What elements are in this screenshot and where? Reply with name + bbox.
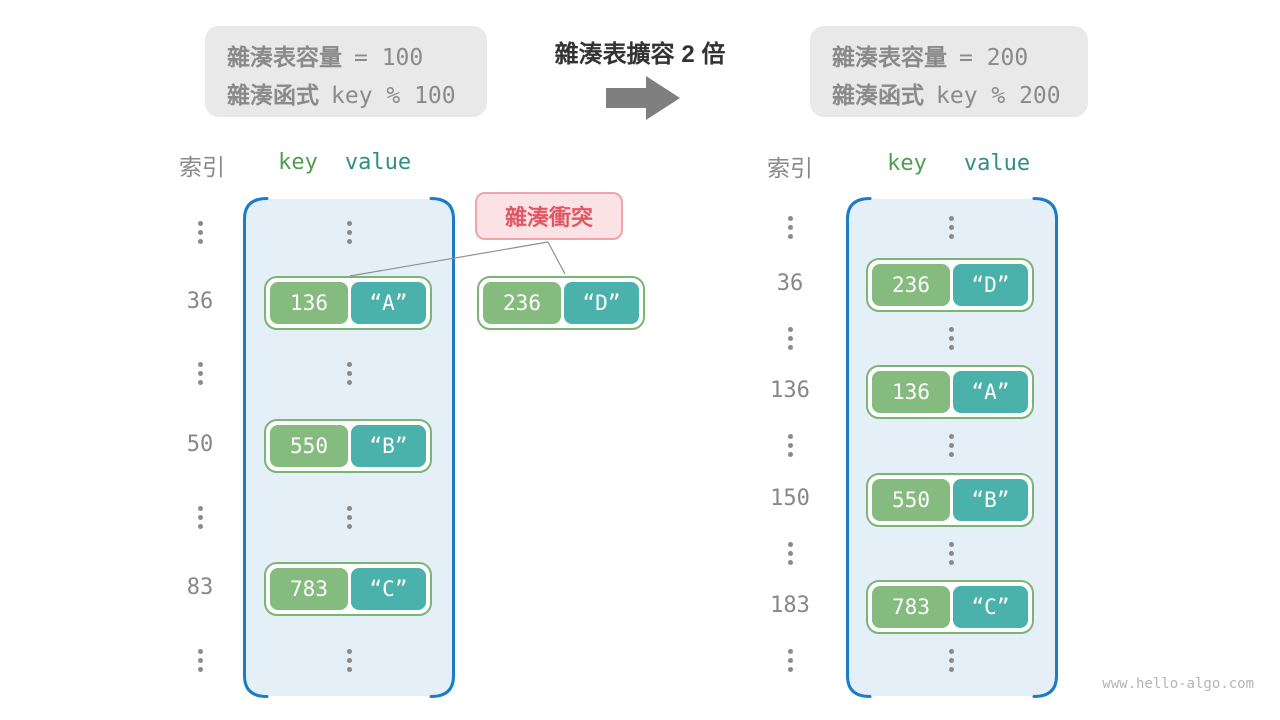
hash-fn-value: key % 100: [331, 83, 456, 109]
vertical-ellipsis: [941, 216, 961, 239]
pair-550-B: 550 “B”: [264, 419, 432, 473]
vertical-ellipsis: [190, 649, 210, 672]
pair-783-C: 783 “C”: [866, 580, 1034, 634]
info-box-after: 雜湊表容量 = 200 雜湊函式 key % 200: [810, 26, 1088, 117]
pair-136-A: 136 “A”: [264, 276, 432, 330]
collision-connector-lines: [349, 241, 566, 277]
vertical-ellipsis: [190, 362, 210, 385]
left-header-value: value: [344, 150, 412, 175]
left-index-36: 36: [186, 289, 214, 314]
left-index-83: 83: [186, 575, 214, 600]
capacity-label: 雜湊表容量: [227, 44, 342, 70]
hash-fn-line: 雜湊函式 key % 200: [832, 76, 1066, 110]
left-index-50: 50: [186, 432, 214, 457]
pair-236-D: 236 “D”: [866, 258, 1034, 312]
vertical-ellipsis: [941, 542, 961, 565]
vertical-ellipsis: [780, 434, 800, 457]
bucket-bracket-border: [243, 197, 455, 698]
vertical-ellipsis: [190, 221, 210, 244]
right-index-150: 150: [770, 486, 810, 511]
hash-fn-value: key % 200: [936, 83, 1061, 109]
left-header-key: key: [278, 150, 318, 175]
collision-callout: 雜湊衝突: [475, 192, 623, 240]
info-box-before: 雜湊表容量 = 100 雜湊函式 key % 100: [205, 26, 487, 117]
bucket-bracket-border: [846, 197, 1058, 698]
hash-fn-line: 雜湊函式 key % 100: [227, 76, 465, 110]
vertical-ellipsis: [780, 649, 800, 672]
pair-key: 783: [872, 586, 950, 628]
pair-key: 136: [270, 282, 348, 324]
diagram-title: 雜湊表擴容 2 倍: [554, 41, 726, 68]
pair-key: 550: [872, 479, 950, 521]
capacity-value: = 100: [354, 45, 424, 71]
vertical-ellipsis: [339, 362, 359, 385]
vertical-ellipsis: [780, 327, 800, 350]
vertical-ellipsis: [190, 506, 210, 529]
watermark: www.hello-algo.com: [1102, 676, 1254, 692]
right-index-136: 136: [770, 378, 810, 403]
vertical-ellipsis: [780, 216, 800, 239]
vertical-ellipsis: [339, 506, 359, 529]
right-header-value: value: [963, 151, 1031, 176]
pair-value: “B”: [351, 425, 426, 467]
vertical-ellipsis: [941, 434, 961, 457]
vertical-ellipsis: [339, 649, 359, 672]
left-header-index: 索引: [179, 154, 225, 180]
pair-key: 136: [872, 371, 950, 413]
pair-value: “A”: [953, 371, 1028, 413]
vertical-ellipsis: [339, 221, 359, 244]
vertical-ellipsis: [941, 327, 961, 350]
pair-key: 783: [270, 568, 348, 610]
pair-236-D-colliding: 236 “D”: [477, 276, 645, 330]
vertical-ellipsis: [780, 542, 800, 565]
pair-value: “A”: [351, 282, 426, 324]
capacity-value: = 200: [959, 45, 1029, 71]
pair-key: 236: [483, 282, 561, 324]
right-header-index: 索引: [767, 155, 813, 181]
right-arrow-icon: [606, 76, 680, 120]
capacity-label: 雜湊表容量: [832, 44, 947, 70]
capacity-line: 雜湊表容量 = 200: [832, 38, 1066, 72]
capacity-line: 雜湊表容量 = 100: [227, 38, 465, 72]
right-header-key: key: [887, 151, 927, 176]
pair-value: “D”: [564, 282, 639, 324]
pair-136-A: 136 “A”: [866, 365, 1034, 419]
right-index-183: 183: [770, 593, 810, 618]
vertical-ellipsis: [941, 649, 961, 672]
pair-value: “C”: [351, 568, 426, 610]
pair-key: 550: [270, 425, 348, 467]
hash-fn-label: 雜湊函式: [227, 82, 319, 108]
hash-fn-label: 雜湊函式: [832, 82, 924, 108]
pair-783-C: 783 “C”: [264, 562, 432, 616]
right-index-36: 36: [776, 271, 804, 296]
pair-value: “C”: [953, 586, 1028, 628]
pair-value: “B”: [953, 479, 1028, 521]
pair-value: “D”: [953, 264, 1028, 306]
pair-550-B: 550 “B”: [866, 473, 1034, 527]
pair-key: 236: [872, 264, 950, 306]
